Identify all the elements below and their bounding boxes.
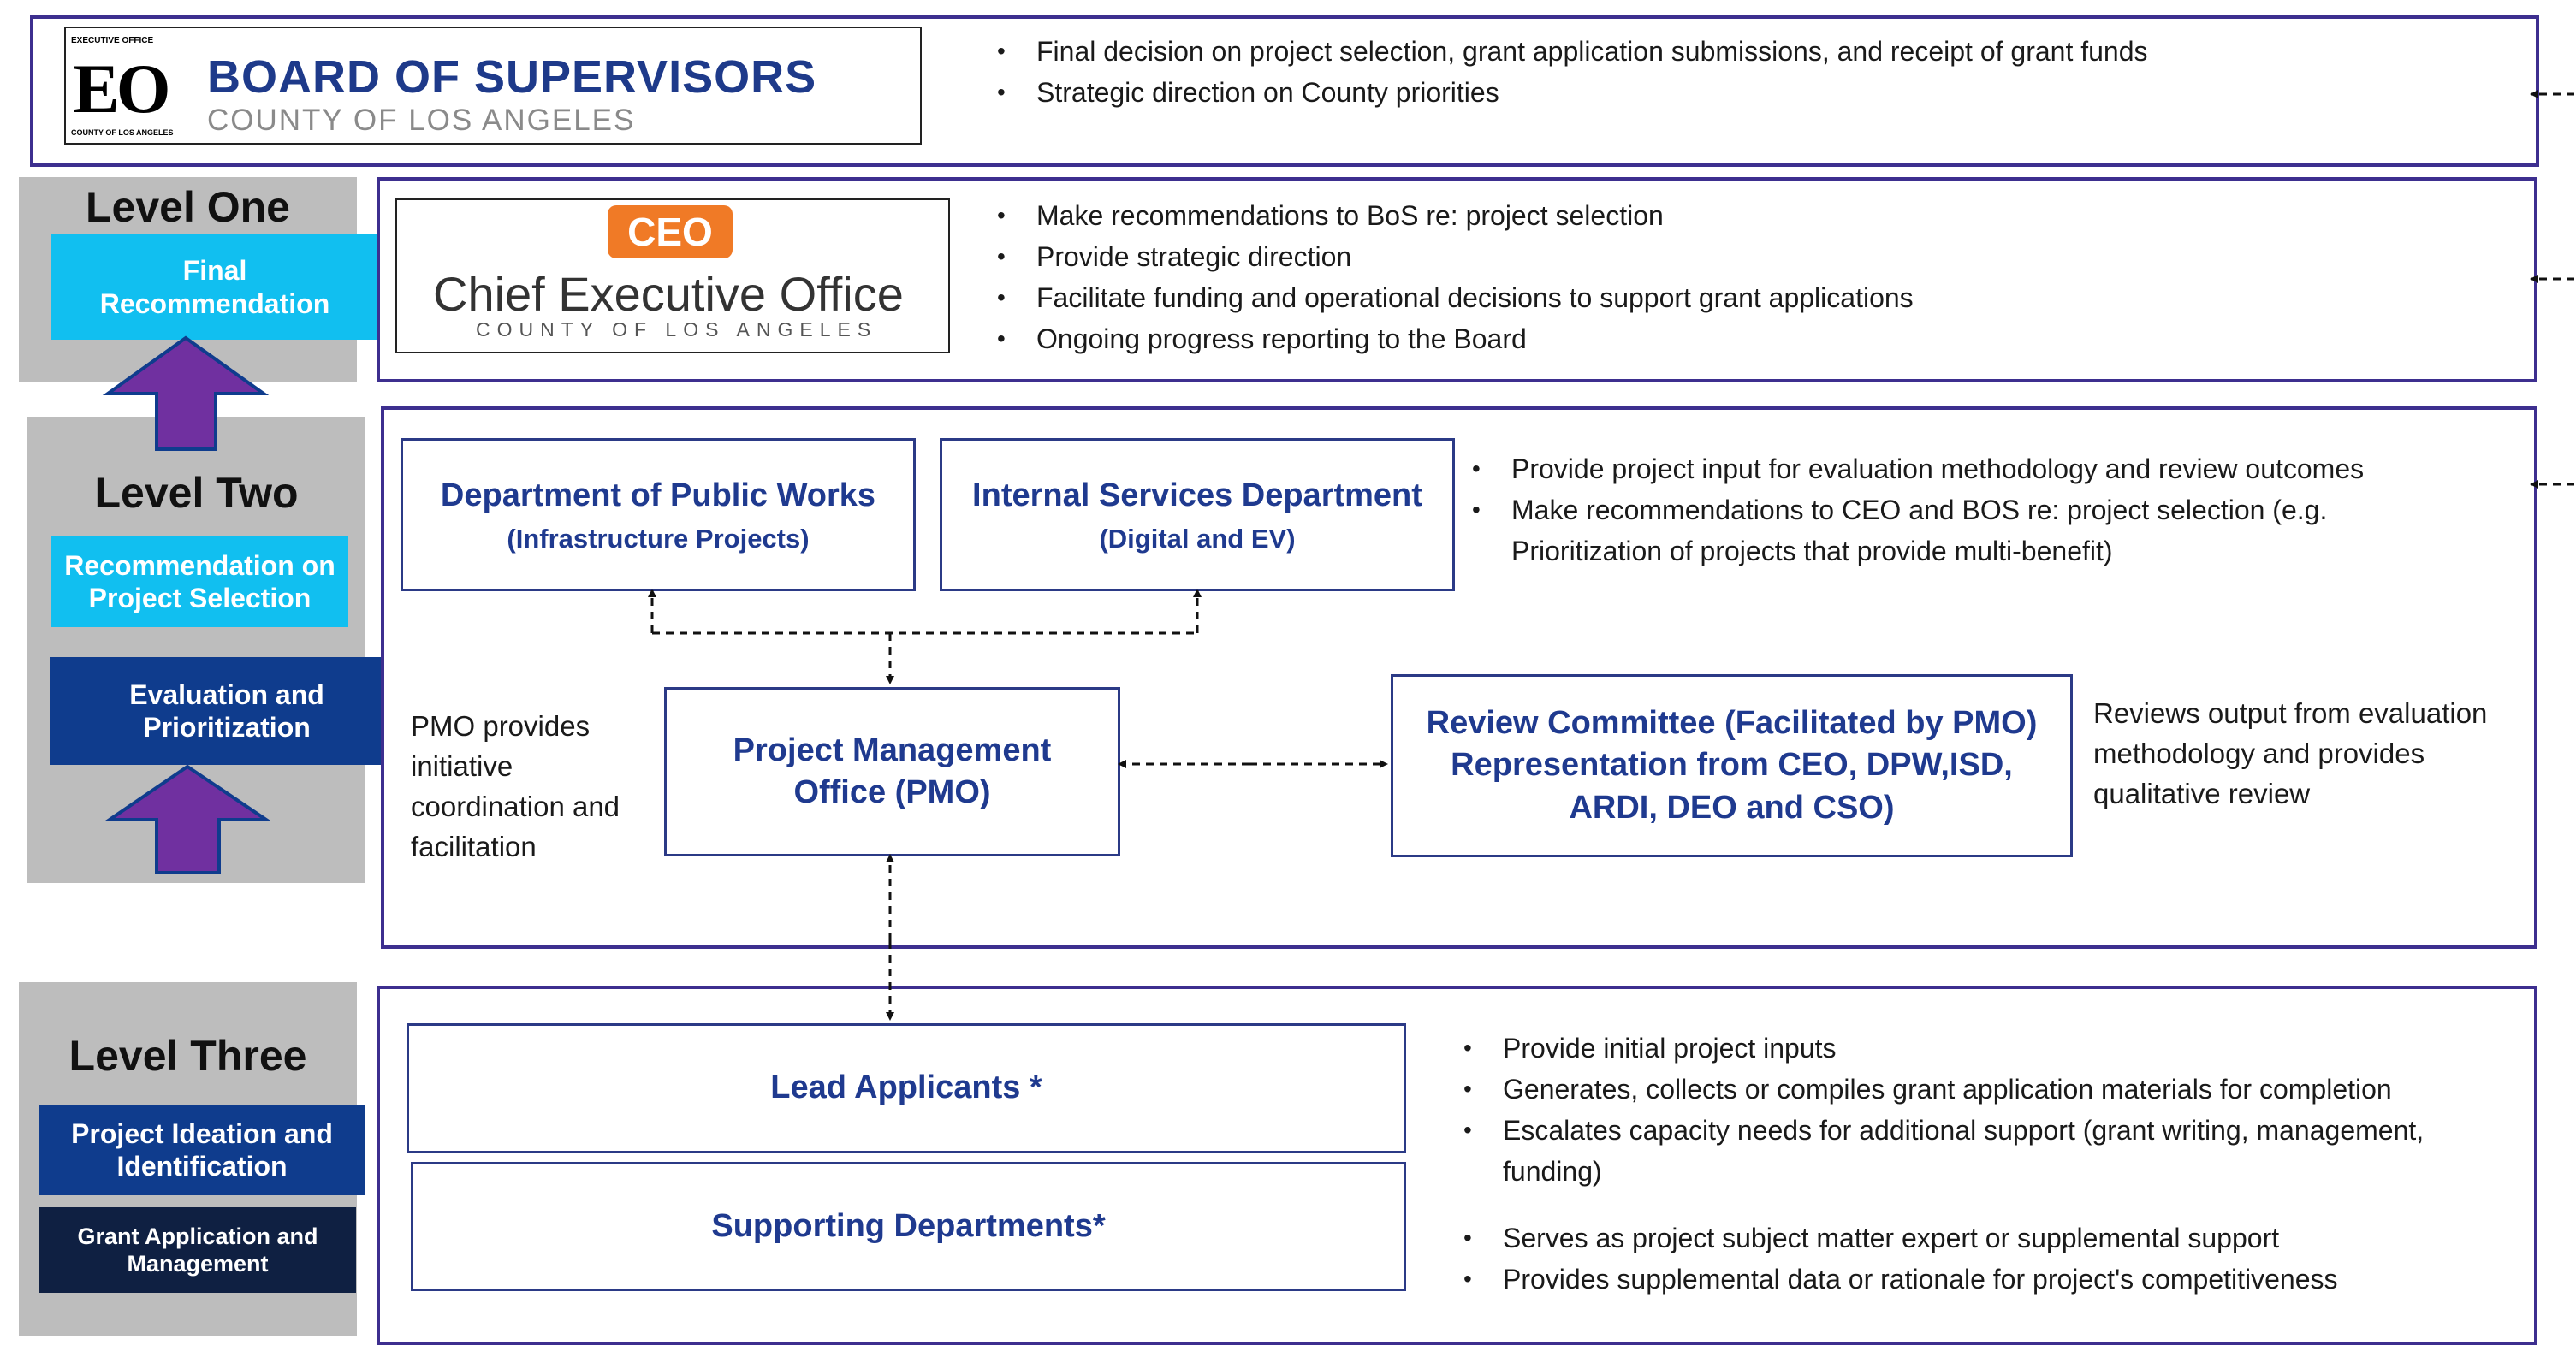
stage-grant-application-and-management: Grant Application and Management bbox=[39, 1207, 356, 1293]
level-three-panel: Level Three Project Ideation and Identif… bbox=[19, 982, 365, 1336]
ceo-logo-title: Chief Executive Office bbox=[433, 267, 904, 321]
ceo-badge: CEO bbox=[608, 205, 733, 258]
lead-applicants-title: Lead Applicants * bbox=[770, 1069, 1042, 1106]
bullet: Serves as project subject matter expert … bbox=[1463, 1218, 2490, 1259]
pmo-note: PMO provides initiative coordination and… bbox=[411, 710, 620, 862]
bullet: Provide project input for evaluation met… bbox=[1472, 448, 2465, 489]
review-committee-note: Reviews output from evaluation methodolo… bbox=[2093, 697, 2488, 809]
stage-project-ideation-and-identification: Project Ideation and Identification bbox=[39, 1105, 365, 1195]
supporting-departments-bullets: Serves as project subject matter expert … bbox=[1463, 1218, 2490, 1300]
lead-applicants-bullets: Provide initial project inputs Generates… bbox=[1463, 1028, 2490, 1192]
lead-applicants-box: Lead Applicants * bbox=[407, 1023, 1406, 1153]
bullet: Strategic direction on County priorities bbox=[997, 72, 2452, 113]
bullet: Facilitate funding and operational decis… bbox=[997, 277, 2452, 318]
bullet: Final decision on project selection, gra… bbox=[997, 31, 2452, 72]
stage-recommendation-on-project-selection: Recommendation on Project Selection bbox=[51, 536, 348, 627]
up-arrow-evaluation bbox=[104, 764, 272, 874]
supporting-departments-title: Supporting Departments* bbox=[711, 1207, 1106, 1244]
bos-logo: EXECUTIVE OFFICE EO COUNTY OF LOS ANGELE… bbox=[64, 27, 922, 145]
isd-title: Internal Services Department bbox=[972, 477, 1422, 513]
eo-logo-mark: EO bbox=[73, 50, 171, 127]
pmo-title: Project Management Office (PMO) bbox=[733, 732, 1052, 810]
level-two-bullets: Provide project input for evaluation met… bbox=[1472, 448, 2465, 572]
bullet: Make recommendations to CEO and BOS re: … bbox=[1472, 489, 2465, 572]
ceo-logo-subtitle: COUNTY OF LOS ANGELES bbox=[476, 318, 878, 341]
bullet: Provides supplemental data or rationale … bbox=[1463, 1259, 2490, 1300]
stage-evaluation-and-prioritization: Evaluation and Prioritization bbox=[50, 657, 404, 765]
up-arrow-level-two-to-one bbox=[102, 335, 270, 451]
stage-final-recommendation: Final Recommendation bbox=[51, 234, 378, 340]
level-one-panel: Level One Final Recommendation bbox=[19, 177, 378, 382]
isd-box: Internal Services Department (Digital an… bbox=[940, 438, 1455, 591]
dpw-title: Department of Public Works bbox=[440, 477, 876, 513]
level-three-title: Level Three bbox=[68, 1032, 307, 1080]
eo-logo-small-top: EXECUTIVE OFFICE bbox=[71, 36, 154, 45]
bullet: Make recommendations to BoS re: project … bbox=[997, 195, 2452, 236]
dpw-box: Department of Public Works (Infrastructu… bbox=[401, 438, 916, 591]
board-bullets: Final decision on project selection, gra… bbox=[997, 31, 2452, 113]
bullet: Escalates capacity needs for additional … bbox=[1463, 1110, 2490, 1192]
bullet: Ongoing progress reporting to the Board bbox=[997, 318, 2452, 359]
isd-subtitle: (Digital and EV) bbox=[1099, 524, 1296, 554]
ceo-logo: CEO Chief Executive Office COUNTY OF LOS… bbox=[395, 198, 950, 353]
bos-title: BOARD OF SUPERVISORS bbox=[207, 51, 817, 103]
ceo-bullets: Make recommendations to BoS re: project … bbox=[997, 195, 2452, 359]
review-committee-title: Review Committee (Facilitated by PMO) Re… bbox=[1426, 704, 2038, 826]
bullet: Provide initial project inputs bbox=[1463, 1028, 2490, 1069]
supporting-departments-box: Supporting Departments* bbox=[411, 1162, 1406, 1291]
level-one-title: Level One bbox=[86, 183, 290, 231]
dpw-subtitle: (Infrastructure Projects) bbox=[507, 524, 810, 554]
pmo-box: Project Management Office (PMO) bbox=[664, 687, 1120, 856]
bullet: Provide strategic direction bbox=[997, 236, 2452, 277]
review-committee-box: Review Committee (Facilitated by PMO) Re… bbox=[1391, 674, 2073, 857]
level-two-panel: Level Two Recommendation on Project Sele… bbox=[27, 417, 404, 883]
bos-subtitle: COUNTY OF LOS ANGELES bbox=[207, 104, 636, 137]
bullet: Generates, collects or compiles grant ap… bbox=[1463, 1069, 2490, 1110]
level-two-title: Level Two bbox=[94, 469, 299, 517]
eo-logo-small-bottom: COUNTY OF LOS ANGELES bbox=[71, 128, 174, 137]
